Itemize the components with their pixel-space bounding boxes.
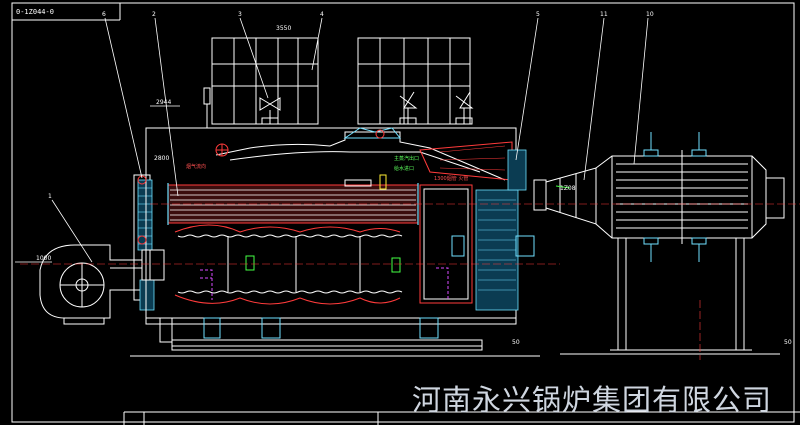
company-watermark: 河南永兴锅炉集团有限公司 [412,383,772,417]
manhole [215,129,385,157]
part-label-1: 1 [48,193,52,200]
corrugated-furnace [174,224,403,305]
part-label-3: 3 [238,11,242,18]
part-label-10: 10 [646,11,654,18]
lower-view-frame [123,411,800,425]
dim-side-elev: 2800 [154,155,169,162]
top-platform-left [211,37,319,125]
note-water-inlet: 给水进口 [394,165,414,172]
boiler-base [130,317,540,357]
leader-lines [15,17,649,263]
part-label-11: 11 [600,11,608,18]
centerlines [20,203,800,360]
note-steam-outlet: 主蒸汽出口 [394,155,419,162]
rear-smoke-box [475,149,535,311]
note-flow: 烟气流向 [186,163,206,170]
pressure-gauge [203,87,211,128]
dim-left-elev: 2944 [156,99,171,106]
internal-supports [200,267,449,300]
dim-top-elev: 3550 [276,25,291,32]
part-label-6: 6 [102,11,106,18]
economizer-nozzles [643,132,707,262]
part-label-5: 5 [536,11,540,18]
dim-right-1: 50 [512,339,520,346]
safety-valve-2 [399,91,418,125]
steam-drum-profile [215,131,506,181]
economizer [595,150,785,244]
drawing-number: 0-1Z044-0 [16,8,54,16]
note-fire-tube: 1300烟管 火管 [434,175,468,182]
crown-hatch [343,127,402,139]
flue-connector [533,167,597,225]
economizer-stand [560,238,780,355]
burner-fan [39,244,143,325]
flue-sensor [379,174,387,190]
flow-arrow-box [344,179,372,187]
safety-valve-3 [455,91,474,125]
flue-label: 1Z08 [560,185,576,192]
rear-chamber [245,184,473,304]
dim-right-2: 50 [784,339,792,346]
boiler-shell [145,127,517,325]
level-gauge [137,175,147,245]
sheet-border [11,2,795,423]
safety-valve-1 [259,97,281,125]
part-label-4: 4 [320,11,324,18]
reversal-chamber [419,141,513,181]
part-label-2: 2 [152,11,156,18]
front-door [133,174,165,311]
top-platform-right [357,37,471,125]
dim-burner-elev: 1000 [36,255,51,262]
